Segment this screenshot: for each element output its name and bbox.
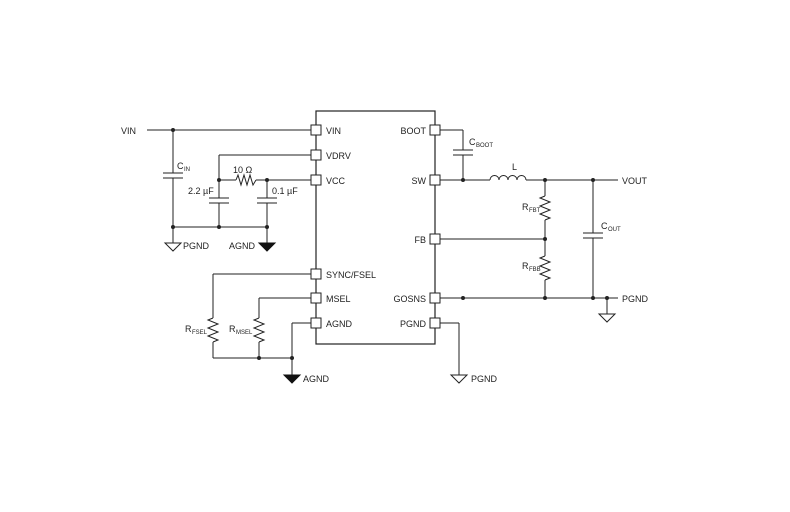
cin-label-sub: IN bbox=[184, 167, 190, 173]
rmsel-label-sub: MSEL bbox=[236, 330, 253, 336]
pin-label-vdrv: VDRV bbox=[326, 151, 351, 161]
agnd-label-left: AGND bbox=[229, 241, 256, 251]
pin-gosns bbox=[429, 292, 441, 304]
pin-fb bbox=[429, 233, 441, 245]
rmsel-resistor bbox=[252, 317, 266, 343]
junction-dot bbox=[543, 237, 547, 241]
svg-text:VIN: VIN bbox=[121, 126, 136, 136]
rfbt-label-sub: FBT bbox=[529, 208, 541, 214]
agnd-ground-icon bbox=[282, 374, 302, 384]
rfsel-resistor bbox=[206, 317, 220, 343]
rfbt-resistor bbox=[538, 195, 552, 221]
pin-label-vcc: VCC bbox=[326, 176, 346, 186]
pin-label-msel: MSEL bbox=[326, 294, 351, 304]
vin-net-label: VIN bbox=[121, 126, 136, 136]
rfsel-label: R bbox=[185, 324, 192, 334]
junction-dot bbox=[461, 296, 465, 300]
pin-agnd bbox=[310, 317, 322, 329]
pin-sw bbox=[429, 174, 441, 186]
pin-label-agnd: AGND bbox=[326, 319, 353, 329]
junction-dot bbox=[591, 296, 595, 300]
cvdrv-label: 2.2 µF bbox=[188, 186, 214, 196]
pin-label-pgnd: PGND bbox=[400, 319, 427, 329]
pgnd-ground-icon bbox=[449, 374, 469, 384]
rfbb-label-sub: FBB bbox=[529, 267, 541, 273]
pin-sync bbox=[310, 268, 322, 280]
inductor-label: L bbox=[512, 162, 517, 172]
pin-vcc bbox=[310, 174, 322, 186]
pgnd-label-bottom: PGND bbox=[471, 374, 498, 384]
pgnd-label-left: PGND bbox=[183, 241, 210, 251]
cvcc-label: 0.1 µF bbox=[272, 186, 298, 196]
pin-label-gosns: GOSNS bbox=[393, 294, 426, 304]
pin-label-boot: BOOT bbox=[400, 126, 426, 136]
pin-label-sync: SYNC/FSEL bbox=[326, 270, 376, 280]
rfbt-label: R bbox=[522, 202, 529, 212]
cin-label: C bbox=[177, 161, 184, 171]
rvcc-resistor bbox=[235, 173, 257, 187]
pin-label-vin: VIN bbox=[326, 126, 341, 136]
ic-body bbox=[315, 110, 436, 345]
inductor bbox=[489, 175, 527, 181]
rfsel-label-sub: FSEL bbox=[192, 330, 208, 336]
pin-label-sw: SW bbox=[412, 176, 427, 186]
pin-label-fb: FB bbox=[414, 235, 426, 245]
rfbb-label: R bbox=[522, 261, 529, 271]
junction-dot bbox=[461, 178, 465, 182]
rvcc-label: 10 Ω bbox=[233, 165, 253, 175]
pin-vdrv bbox=[310, 149, 322, 161]
cout-label: C bbox=[601, 221, 608, 231]
junction-dot bbox=[543, 296, 547, 300]
pin-pgnd bbox=[429, 317, 441, 329]
agnd-ground-icon bbox=[257, 242, 277, 252]
junction-dot bbox=[257, 356, 261, 360]
pgnd-ground-icon bbox=[163, 242, 183, 252]
pgnd-label-right: PGND bbox=[622, 294, 649, 304]
cout-label-sub: OUT bbox=[608, 227, 621, 233]
vout-label: VOUT bbox=[622, 176, 648, 186]
pin-vin bbox=[310, 124, 322, 136]
rmsel-label: R bbox=[229, 324, 236, 334]
agnd-label-bottom: AGND bbox=[303, 374, 330, 384]
rfbb-resistor bbox=[538, 255, 552, 281]
pgnd-ground-icon bbox=[597, 313, 617, 323]
pin-boot bbox=[429, 124, 441, 136]
cboot-label-sub: BOOT bbox=[476, 143, 493, 149]
cboot-label: C bbox=[469, 137, 476, 147]
pin-msel bbox=[310, 292, 322, 304]
